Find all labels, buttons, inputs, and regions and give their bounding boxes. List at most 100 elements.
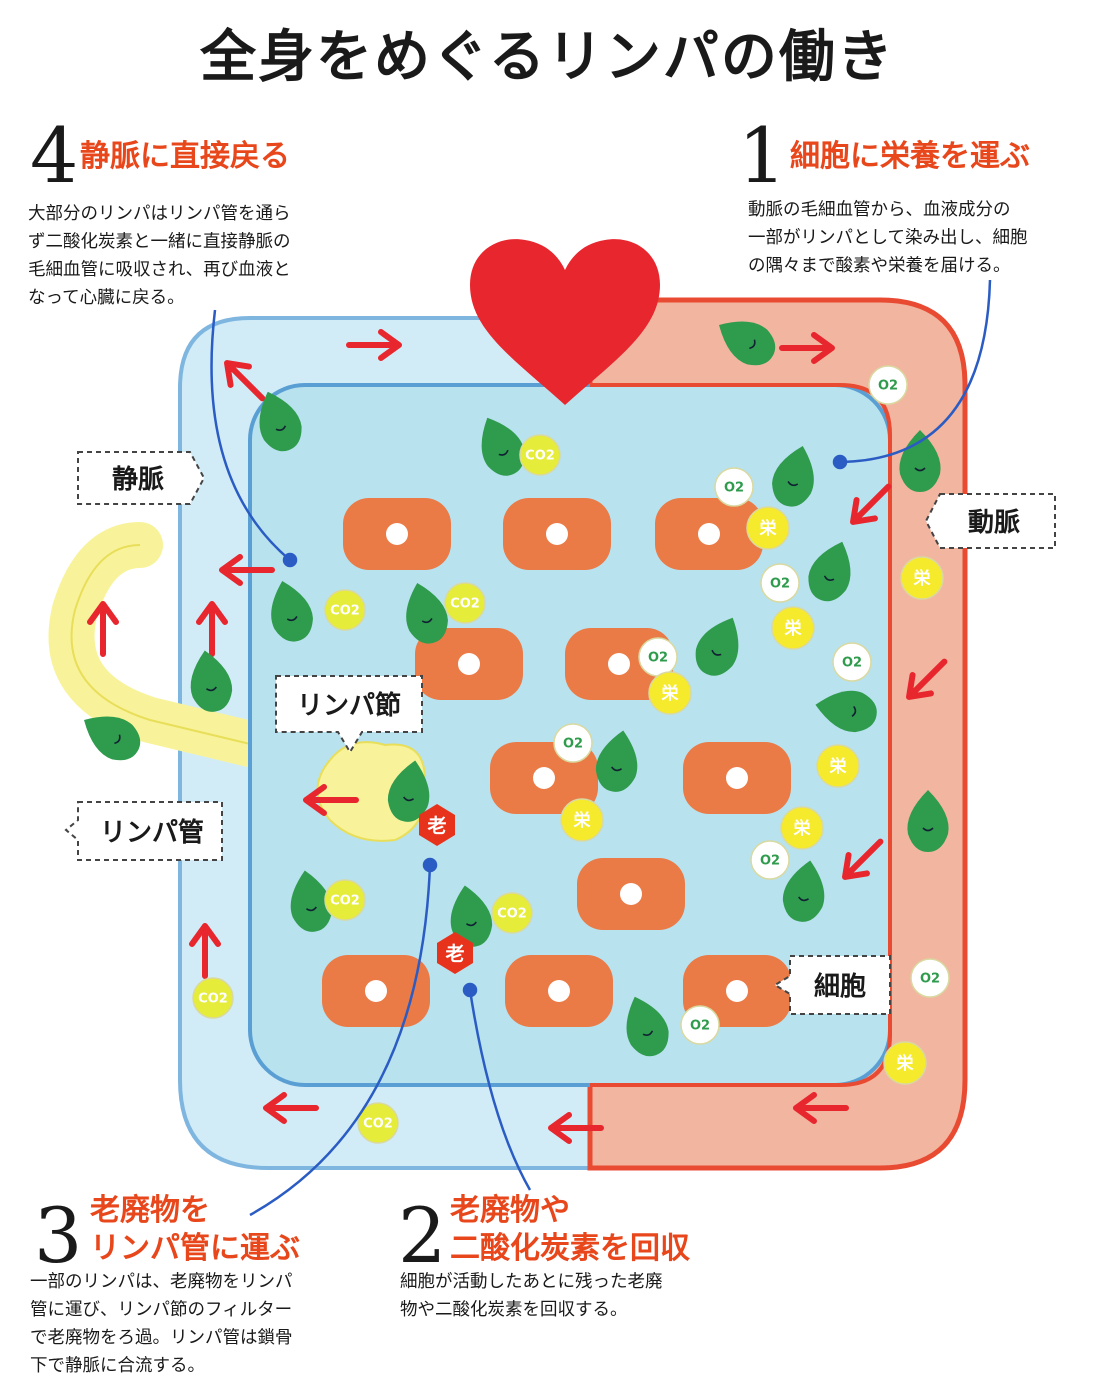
oxygen-icon: O2 (680, 1005, 720, 1045)
oxygen-icon: O2 (750, 840, 790, 880)
svg-text:栄: 栄 (784, 618, 803, 639)
step-3-title: 老廃物を リンパ管に運ぶ (90, 1193, 300, 1266)
svg-text:栄: 栄 (573, 810, 592, 831)
lymph-leaf-icon (259, 391, 302, 452)
flow-arrow-icon (87, 601, 119, 657)
nutrient-icon: 栄 (816, 744, 860, 788)
nutrient-icon: 栄 (900, 556, 944, 600)
lymph-leaf-icon (907, 790, 949, 852)
flow-arrow-icon (548, 1112, 604, 1144)
cell-icon (322, 955, 430, 1027)
nutrient-icon: 栄 (883, 1041, 927, 1085)
heart-icon (470, 239, 660, 405)
cell-icon (655, 498, 763, 570)
svg-text:老: 老 (445, 942, 464, 965)
oxygen-icon: O2 (553, 723, 593, 763)
lymph-leaf-icon (271, 581, 313, 642)
lymph-leaf-icon (808, 541, 851, 602)
flow-arrow-icon (224, 360, 266, 402)
pointer-step-3 (249, 864, 432, 1217)
lymph-leaf-icon (387, 760, 430, 822)
svg-text:O2: O2 (724, 481, 744, 496)
oxygen-icon: O2 (868, 365, 908, 405)
co2-icon: CO2 (519, 434, 561, 476)
svg-text:CO2: CO2 (497, 907, 527, 922)
svg-text:CO2: CO2 (198, 992, 228, 1007)
svg-text:O2: O2 (770, 577, 790, 592)
oxygen-icon: O2 (760, 563, 800, 603)
svg-text:CO2: CO2 (525, 449, 555, 464)
oxygen-icon: O2 (638, 637, 678, 677)
svg-text:CO2: CO2 (450, 597, 480, 612)
co2-icon: CO2 (491, 892, 533, 934)
svg-text:O2: O2 (842, 656, 862, 671)
flow-arrow-icon (346, 329, 402, 361)
svg-text:O2: O2 (563, 737, 583, 752)
svg-text:O2: O2 (760, 854, 780, 869)
svg-text:O2: O2 (920, 972, 940, 987)
cell-icon (505, 955, 613, 1027)
flow-arrow-icon (793, 1092, 849, 1124)
flow-arrow-icon (189, 923, 221, 979)
lymph-leaf-icon (719, 321, 776, 366)
cell-icon (577, 858, 685, 930)
svg-text:栄: 栄 (661, 683, 680, 704)
label-lymph-node: リンパ節 (275, 675, 423, 754)
cell-icon (683, 742, 791, 814)
lymph-leaf-icon (406, 583, 448, 644)
svg-text:老: 老 (427, 814, 446, 837)
oxygen-icon: O2 (832, 642, 872, 682)
svg-text:静脈: 静脈 (112, 464, 164, 495)
lymph-leaf-icon (595, 730, 638, 792)
oxygen-icon: O2 (910, 958, 950, 998)
pointer-step-2 (468, 989, 532, 1191)
cell-icon (503, 498, 611, 570)
svg-text:栄: 栄 (896, 1053, 915, 1074)
flow-arrow-icon (263, 1092, 319, 1124)
lymph-leaf-icon (815, 690, 877, 733)
svg-text:栄: 栄 (829, 756, 848, 777)
step-2-number: 2 (398, 1191, 447, 1280)
svg-text:O2: O2 (648, 651, 668, 666)
svg-text:O2: O2 (690, 1019, 710, 1034)
svg-text:栄: 栄 (759, 518, 778, 539)
pointer-step-4 (210, 309, 291, 561)
step-4-description: 大部分のリンパはリンパ管を通ら ず二酸化炭素と一緒に直接静脈の 毛細血管に吸収さ… (28, 204, 291, 308)
lymph-leaf-icon (190, 650, 233, 712)
lymph-leaf-icon (899, 430, 941, 492)
step-4-title: 静脈に直接戻る (80, 139, 290, 174)
co2-icon: CO2 (192, 977, 234, 1019)
flow-arrows (87, 329, 948, 1144)
svg-text:O2: O2 (878, 379, 898, 394)
pointer-lines (210, 279, 992, 1217)
lymph-leaf-icon (782, 860, 825, 922)
label-vein: 静脈 (77, 451, 206, 505)
flow-arrow-icon (303, 784, 359, 816)
svg-text:細胞: 細胞 (814, 971, 866, 1002)
nutrient-icon: 栄 (780, 806, 824, 850)
label-cell: 細胞 (773, 955, 891, 1015)
lymph-leaf-icon (695, 617, 739, 676)
page-title: 全身をめぐるリンパの働き (200, 24, 895, 90)
cells-group (322, 498, 791, 1027)
flow-arrow-icon (850, 483, 892, 525)
step-2-title: 老廃物や 二酸化炭素を回収 (450, 1193, 690, 1266)
svg-text:CO2: CO2 (330, 894, 360, 909)
cell-icon (415, 628, 523, 700)
step-1-number: 1 (738, 111, 787, 200)
svg-text:CO2: CO2 (330, 604, 360, 619)
cell-icon (343, 498, 451, 570)
lymph-leaf-icon (84, 716, 141, 761)
step-1-description: 動脈の毛細血管から、血液成分の 一部がリンパとして染み出し、細胞 の隅々まで酸素… (748, 200, 1028, 276)
lymph-leaf-icon (290, 870, 333, 932)
svg-text:栄: 栄 (913, 568, 932, 589)
flow-arrow-icon (219, 554, 275, 586)
svg-text:リンパ管: リンパ管 (100, 818, 204, 848)
waste-icon: 老 (419, 804, 455, 846)
step-3-description: 一部のリンパは、老廃物をリンパ 管に運び、リンパ節のフィルター で老廃物をろ過。… (30, 1272, 293, 1376)
svg-text:栄: 栄 (793, 818, 812, 839)
label-lymph-vessel: リンパ管 (64, 801, 223, 861)
svg-text:リンパ節: リンパ節 (297, 690, 401, 721)
nutrient-icon: 栄 (648, 671, 692, 715)
